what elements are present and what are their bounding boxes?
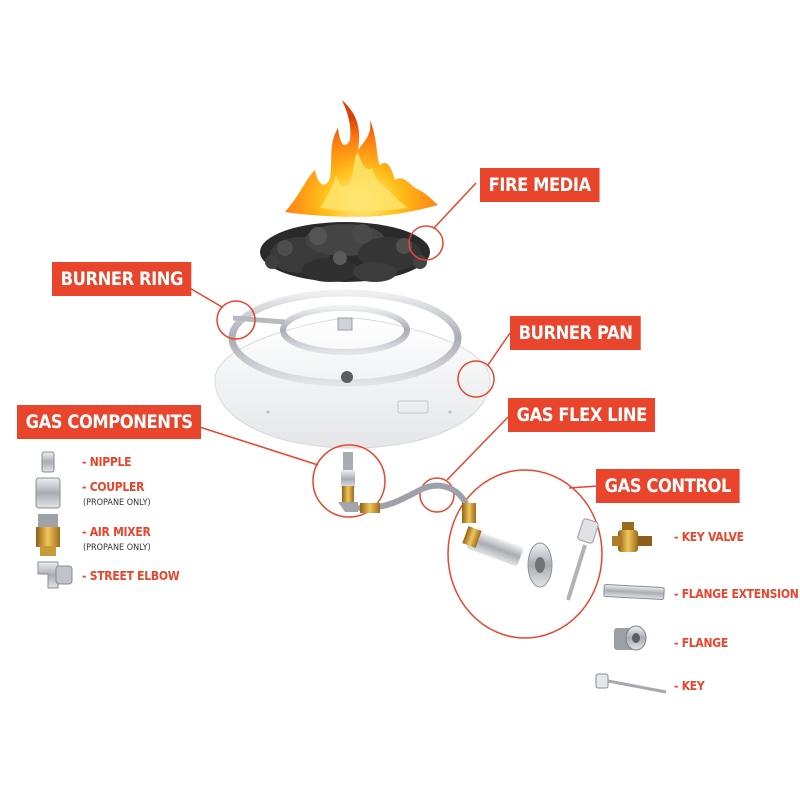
label-gas-components: GAS COMPONENTS — [17, 405, 202, 439]
label-burner-ring: BURNER RING — [52, 262, 192, 296]
gas-component-air-mixer-note: (PROPANE ONLY) — [83, 543, 151, 553]
gas-control-assembly — [462, 503, 599, 601]
gas-component-coupler-note: (PROPANE ONLY) — [83, 498, 151, 508]
flame-illustration — [285, 100, 438, 217]
street-elbow-icon — [37, 561, 73, 589]
label-fire-media: FIRE MEDIA — [480, 168, 600, 202]
gas-component-street-elbow: - STREET ELBOW — [82, 569, 180, 583]
gas-component-nipple: - NIPPLE — [82, 455, 132, 469]
flex-line-fitting — [360, 503, 380, 513]
key-valve-icon — [612, 522, 652, 552]
gas-component-coupler: - COUPLER — [82, 480, 145, 494]
gas-components-assembly — [338, 452, 358, 512]
coupler-icon — [35, 477, 61, 509]
gas-control-key-valve: - KEY VALVE — [674, 530, 744, 544]
nipple-icon — [41, 451, 55, 473]
callout-lines — [175, 182, 603, 639]
label-gas-control: GAS CONTROL — [596, 469, 740, 503]
gas-flex-line-hose — [357, 482, 471, 511]
flange-extension-icon — [603, 584, 665, 600]
air-mixer-icon — [36, 514, 60, 556]
key-icon — [595, 673, 667, 694]
label-gas-flex-line: GAS FLEX LINE — [508, 398, 656, 432]
gas-component-air-mixer: - AIR MIXER — [82, 525, 151, 539]
flange-icon — [614, 625, 647, 651]
gas-control-key: - KEY — [674, 679, 705, 693]
lava-rock-illustration — [260, 222, 430, 282]
gas-control-flange: - FLANGE — [674, 636, 728, 650]
label-burner-pan: BURNER PAN — [510, 316, 642, 350]
gas-control-flange-extension: - FLANGE EXTENSION — [674, 587, 799, 601]
